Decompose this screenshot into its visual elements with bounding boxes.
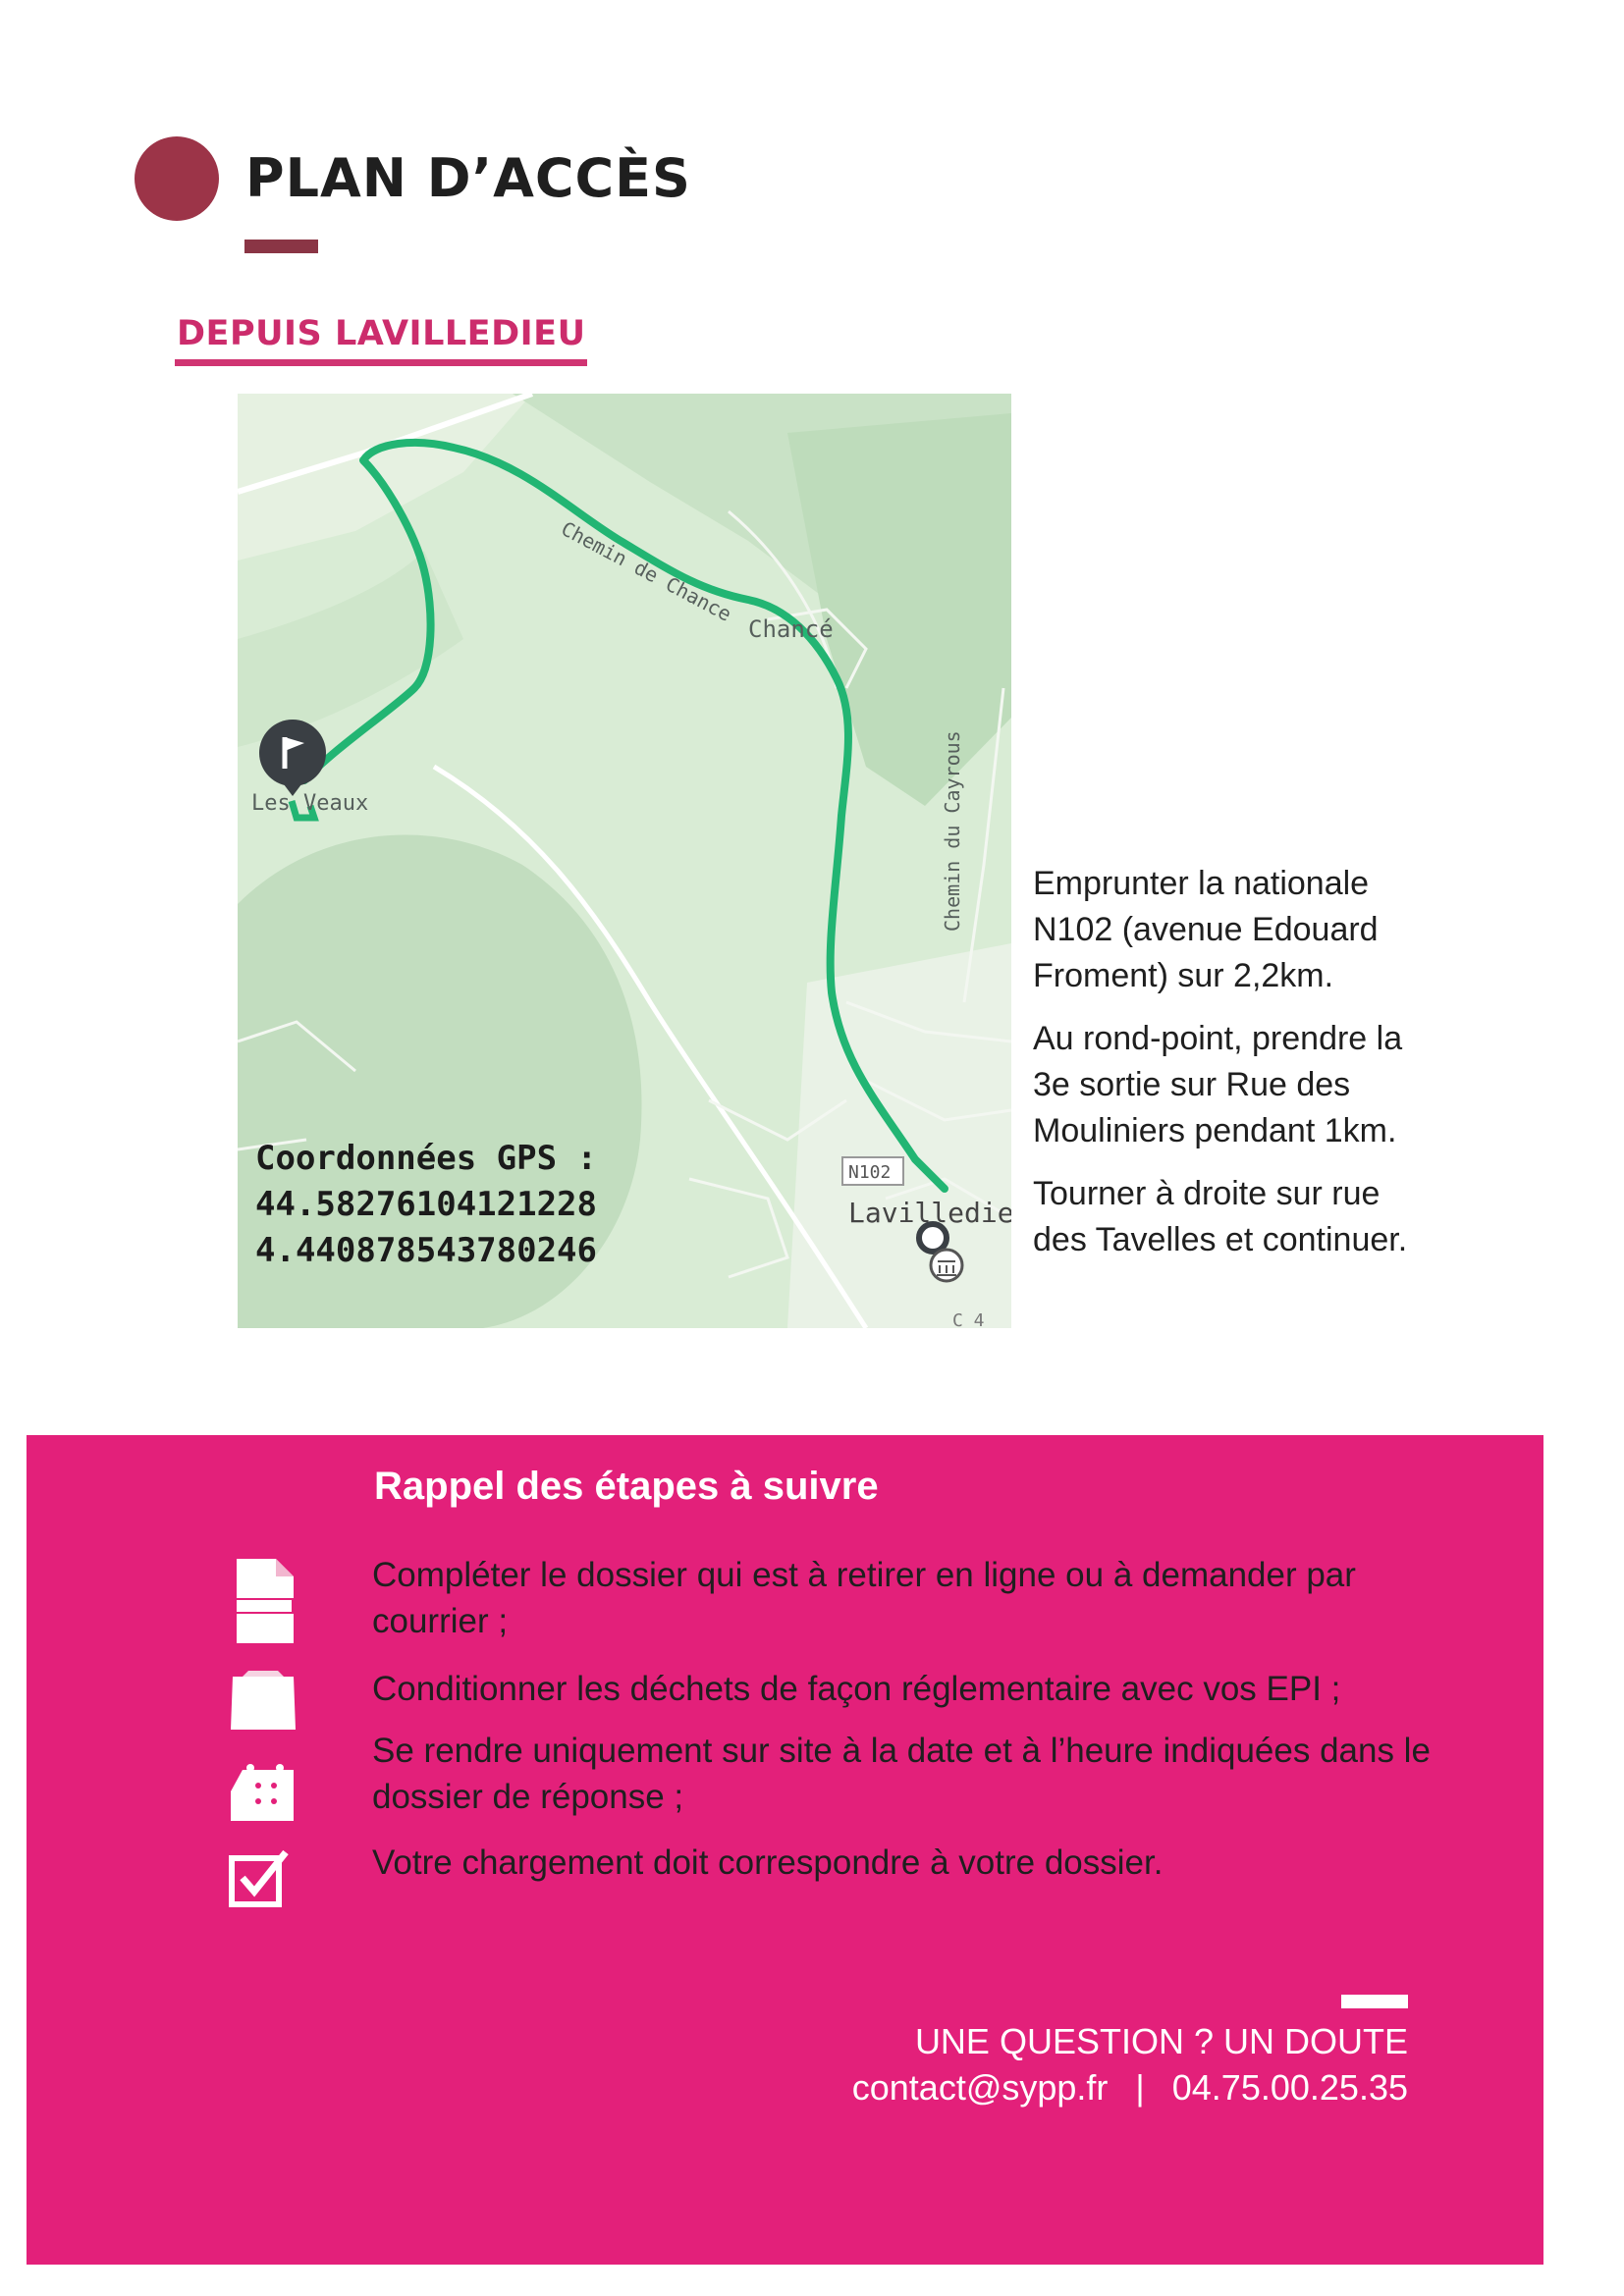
direction-step-3: Tourner à droite sur rue des Tavelles et…	[1033, 1175, 1408, 1258]
start-flag-marker-icon	[259, 720, 326, 796]
reminder-panel: Rappel des étapes à suivre Compléter le …	[27, 1435, 1543, 2265]
step-item-1: Compléter le dossier qui est à retirer e…	[372, 1556, 1356, 1640]
n102-shield	[841, 1156, 904, 1186]
direction-step-1: Emprunter la nationale N102 (avenue Edou…	[1033, 865, 1379, 994]
reminder-heading: Rappel des étapes à suivre	[374, 1465, 879, 1508]
section-underline	[175, 359, 587, 366]
map-label-chance: Chancé	[748, 615, 834, 643]
map-label-corner: C 4	[952, 1310, 985, 1328]
step-item-4: Votre chargement doit correspondre à vot…	[372, 1843, 1164, 1882]
gps-longitude: 4.440878543780246	[255, 1231, 597, 1270]
contact-details: contact@sypp.fr | 04.75.00.25.35	[852, 2067, 1408, 2109]
map-label-chemin-du-cayrous: Chemin du Cayrous	[941, 730, 964, 932]
contact-question: UNE QUESTION ? UN DOUTE	[914, 2021, 1408, 2061]
contact-email[interactable]: contact@sypp.fr	[851, 2067, 1109, 2108]
title-bullet-dot	[135, 136, 219, 221]
calendar-icon	[231, 1764, 294, 1821]
checkbox-icon	[229, 1849, 289, 1907]
access-map: Chemin de Chance Chancé Les Veaux Chemin…	[238, 394, 1011, 1328]
gps-coordinates: Coordonnées GPS : 44.58276104121228 4.44…	[255, 1136, 597, 1274]
step-item-3: Se rendre uniquement sur site à la date …	[372, 1732, 1431, 1816]
map-label-lavilledieu: Lavilledieu	[848, 1197, 1011, 1229]
contact-phone[interactable]: 04.75.00.25.35	[1171, 2067, 1408, 2108]
contact-separator: |	[1135, 2067, 1145, 2108]
contact-accent-bar	[1341, 1995, 1408, 2008]
bag-icon	[231, 1671, 296, 1730]
map-label-n102: N102	[848, 1162, 891, 1183]
route-line	[300, 438, 948, 1193]
title-underline	[244, 240, 318, 253]
map-label-les-veaux: Les Veaux	[251, 791, 368, 816]
map-canvas: Chemin de Chance Chancé Les Veaux Chemin…	[238, 394, 1011, 1328]
directions-text: Emprunter la nationale N102 (avenue Edou…	[1033, 861, 1426, 1280]
page-title: PLAN D’ACCÈS	[245, 147, 691, 209]
direction-step-2: Au rond-point, prendre la 3e sortie sur …	[1033, 1020, 1403, 1149]
section-heading: DEPUIS LAVILLEDIEU	[177, 314, 586, 353]
gps-label: Coordonnées GPS :	[255, 1139, 597, 1178]
destination-marker-icon	[916, 1221, 964, 1283]
step-item-2: Conditionner les déchets de façon réglem…	[372, 1670, 1341, 1708]
document-icon	[231, 1559, 296, 1643]
gps-latitude: 44.58276104121228	[255, 1185, 597, 1224]
